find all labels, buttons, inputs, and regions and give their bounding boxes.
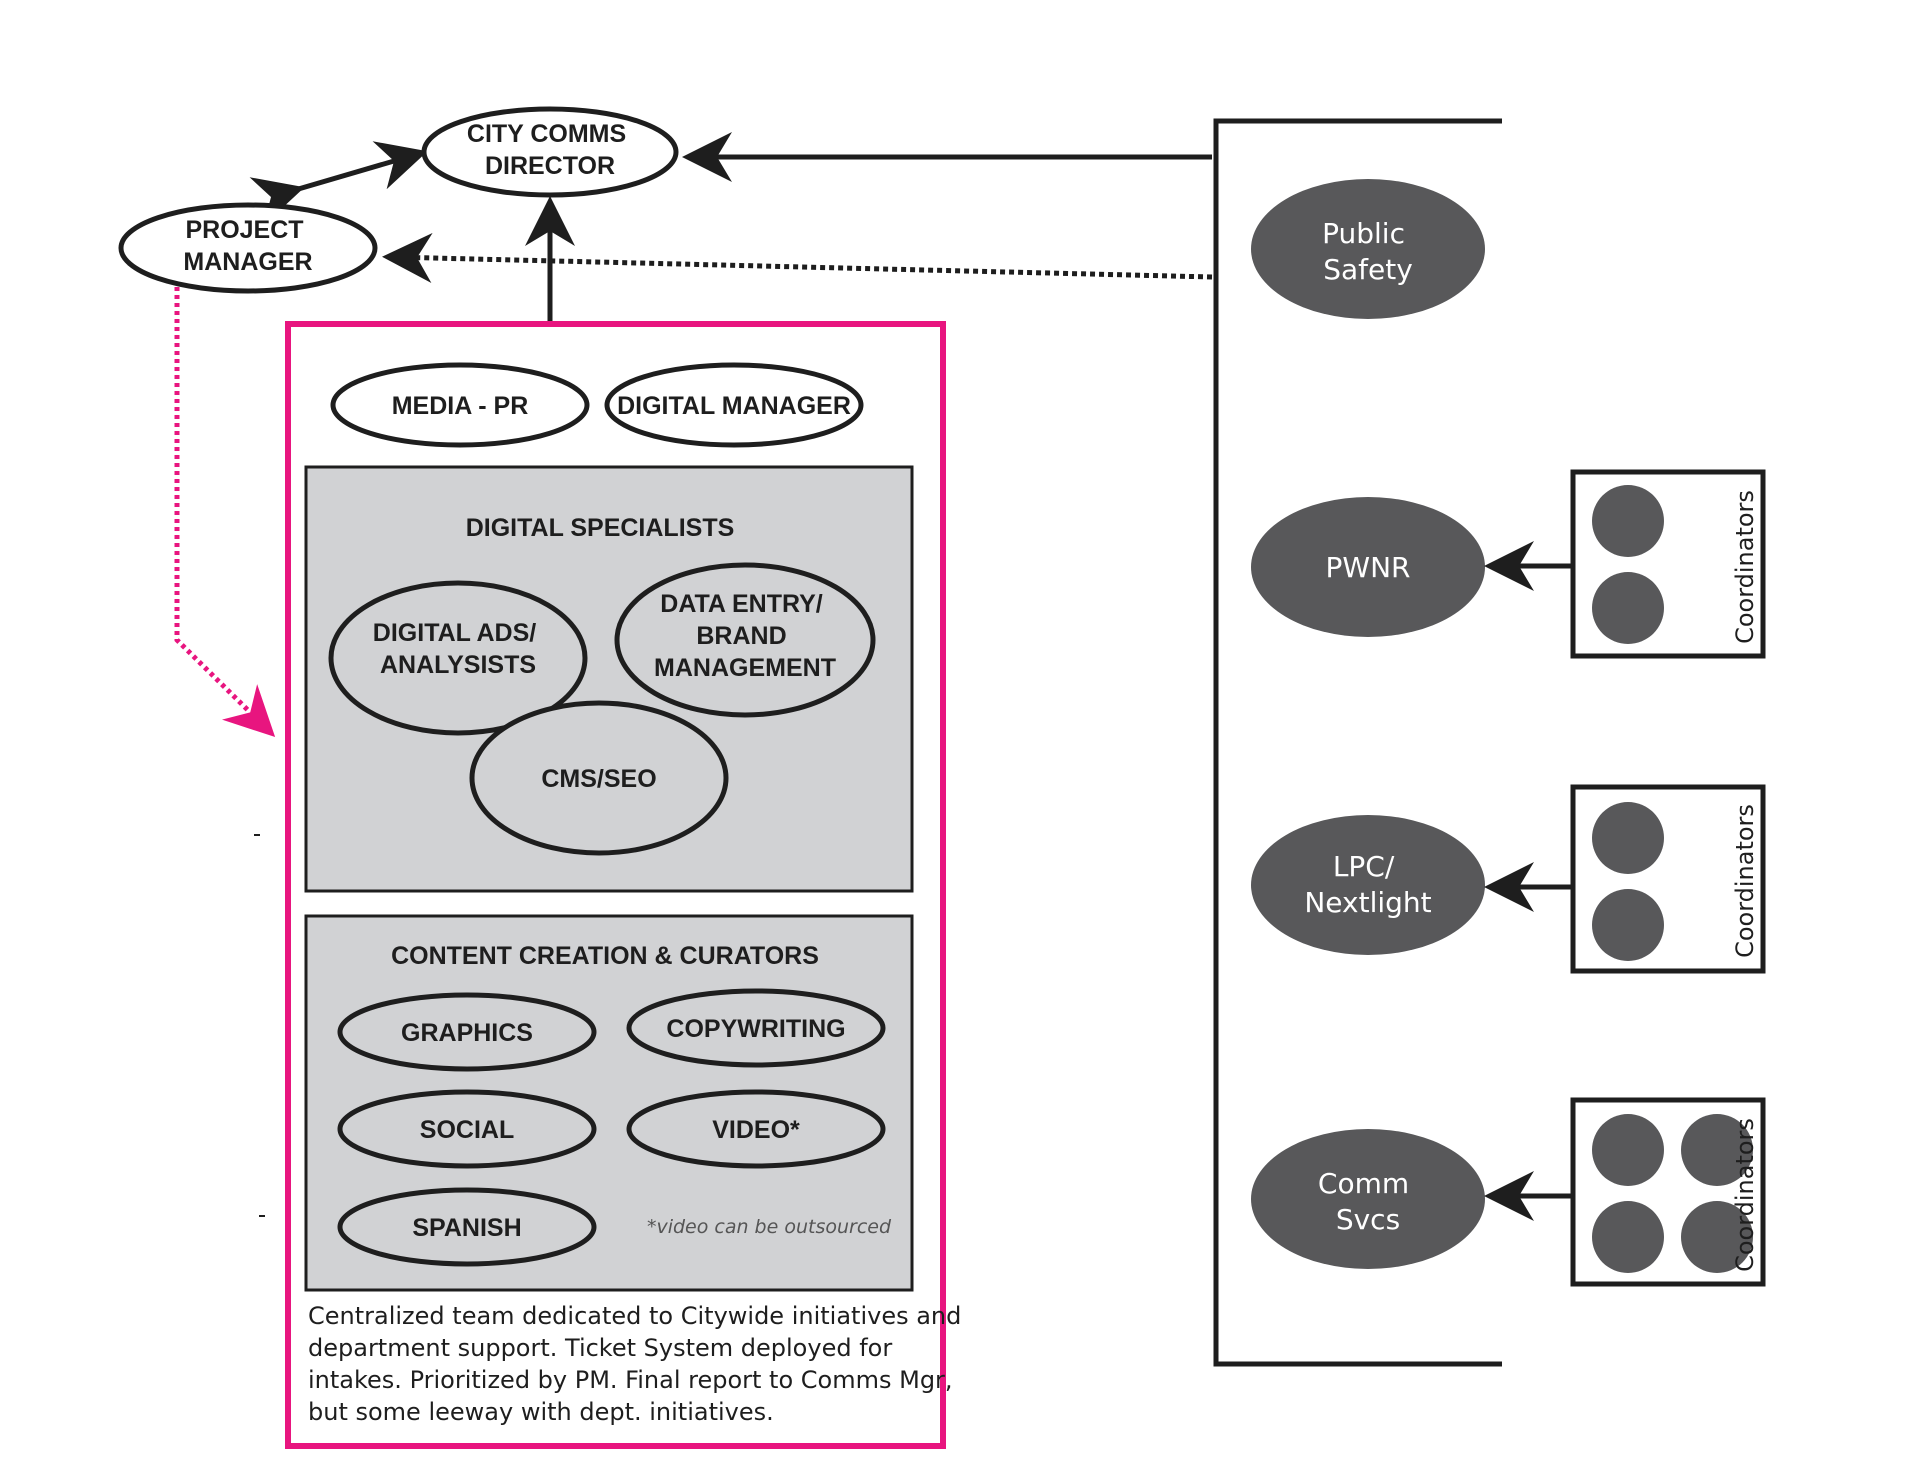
coordinator-dot — [1592, 889, 1664, 961]
digital-manager-label: DIGITAL MANAGER — [617, 392, 851, 420]
media-pr-node: MEDIA - PR — [330, 362, 590, 448]
svg-text:PROJECT MANAGER: PROJECT MANAGER — [183, 216, 312, 276]
pm-line-2: MANAGER — [183, 248, 312, 276]
svg-text:Public Safety: Public Safety — [1322, 217, 1414, 286]
video-outsourced-note: *video can be outsourced — [647, 1216, 892, 1238]
cms-seo-node: CMS/SEO — [469, 700, 729, 856]
description-line-1: Centralized team dedicated to Citywide i… — [308, 1302, 961, 1330]
director-line-2: DIRECTOR — [485, 152, 615, 180]
description-line-3: intakes. Prioritized by PM. Final report… — [308, 1366, 953, 1394]
coordinator-dot — [1592, 1201, 1664, 1273]
digital-ads-line-2: ANALYSISTS — [380, 651, 536, 679]
departments-bracket — [1213, 118, 1502, 1367]
coordinator-dot — [1592, 572, 1664, 644]
social-node: SOCIAL — [337, 1089, 597, 1169]
public-safety-line-1: Public — [1322, 217, 1405, 250]
city-comms-director-node: CITY COMMS DIRECTOR — [421, 106, 679, 198]
digital-specialists-title: DIGITAL SPECIALISTS — [466, 514, 735, 542]
svg-text:DATA ENTRY/ BRAND: DATA ENTRY/ BRAND MANAGEMENT — [654, 590, 836, 682]
coordinators-label: Coordinators — [1731, 1118, 1759, 1272]
digital-ads-line-1: DIGITAL ADS/ — [373, 619, 536, 647]
pwnr-label: PWNR — [1326, 551, 1411, 584]
pm-line-1: PROJECT — [185, 216, 303, 244]
data-entry-line-1: DATA ENTRY/ — [660, 590, 823, 618]
dept-lpc-nextlight: LPC/ Nextlight — [1251, 815, 1485, 955]
comm-svcs-line-1: Comm — [1318, 1167, 1409, 1200]
pm-to-team-pink-dotted-arrow — [174, 287, 276, 738]
content-creation-title: CONTENT CREATION & CURATORS — [391, 942, 819, 970]
description-line-2: department support. Ticket System deploy… — [308, 1334, 892, 1362]
coordinator-dot — [1592, 802, 1664, 874]
copywriting-label: COPYWRITING — [666, 1015, 845, 1043]
coordinators-label: Coordinators — [1731, 804, 1759, 958]
data-entry-line-3: MANAGEMENT — [654, 654, 836, 682]
media-pr-label: MEDIA - PR — [392, 392, 529, 420]
lpc-coordinators-box: Coordinators — [1570, 784, 1766, 974]
content-creation-panel: CONTENT CREATION & CURATORS GRAPHICS COP… — [304, 914, 914, 1292]
graphics-node: GRAPHICS — [337, 992, 597, 1072]
spanish-label: SPANISH — [412, 1214, 521, 1242]
coordinators-label: Coordinators — [1731, 490, 1759, 644]
description-line-4: but some leeway with dept. initiatives. — [308, 1398, 774, 1426]
digital-manager-node: DIGITAL MANAGER — [604, 362, 864, 448]
svg-text:LPC/ Nextlight: LPC/ Nextlight — [1304, 850, 1431, 919]
data-entry-line-2: BRAND — [696, 622, 786, 650]
digital-ads-node: DIGITAL ADS/ ANALYSISTS — [328, 580, 588, 736]
coordinator-dot — [1592, 1114, 1664, 1186]
dept-public-safety: Public Safety — [1251, 179, 1485, 319]
departments-to-pm-dotted-arrow — [382, 232, 1213, 283]
spanish-node: SPANISH — [337, 1187, 597, 1267]
coordinator-dot — [1681, 1114, 1753, 1186]
copywriting-node: COPYWRITING — [626, 988, 886, 1068]
video-node: VIDEO* — [626, 1089, 886, 1169]
pm-director-arrow — [249, 141, 428, 226]
comm-svcs-coordinators-box: Coordinators — [1570, 1097, 1766, 1287]
project-manager-node: PROJECT MANAGER — [118, 202, 378, 294]
svg-text:CITY COMMS DIRECTOR: CITY COMMS DIRECTOR — [467, 120, 633, 180]
pwnr-coordinators-box: Coordinators — [1570, 469, 1766, 659]
central-team-description: Centralized team dedicated to Citywide i… — [308, 1302, 969, 1426]
svg-text:DIGITAL ADS/ ANALYSIST: DIGITAL ADS/ ANALYSISTS — [373, 619, 543, 679]
coordinator-dot — [1592, 485, 1664, 557]
director-line-1: CITY COMMS — [467, 120, 626, 148]
video-label: VIDEO* — [712, 1116, 800, 1144]
dept-pwnr: PWNR — [1251, 497, 1485, 637]
comm-svcs-line-2: Svcs — [1336, 1203, 1400, 1236]
data-entry-node: DATA ENTRY/ BRAND MANAGEMENT — [614, 562, 876, 718]
svg-text:Comm Svcs: Comm Svcs — [1318, 1167, 1418, 1236]
graphics-label: GRAPHICS — [401, 1019, 533, 1047]
cms-seo-label: CMS/SEO — [541, 765, 656, 793]
digital-specialists-panel: DIGITAL SPECIALISTS DIGITAL ADS/ ANALYSI… — [304, 465, 914, 893]
dept-comm-svcs: Comm Svcs — [1251, 1129, 1485, 1269]
lpc-line-2: Nextlight — [1304, 886, 1431, 919]
public-safety-line-2: Safety — [1323, 253, 1413, 286]
coordinator-dot — [1681, 1201, 1753, 1273]
lpc-line-1: LPC/ — [1333, 850, 1395, 883]
social-label: SOCIAL — [420, 1116, 514, 1144]
